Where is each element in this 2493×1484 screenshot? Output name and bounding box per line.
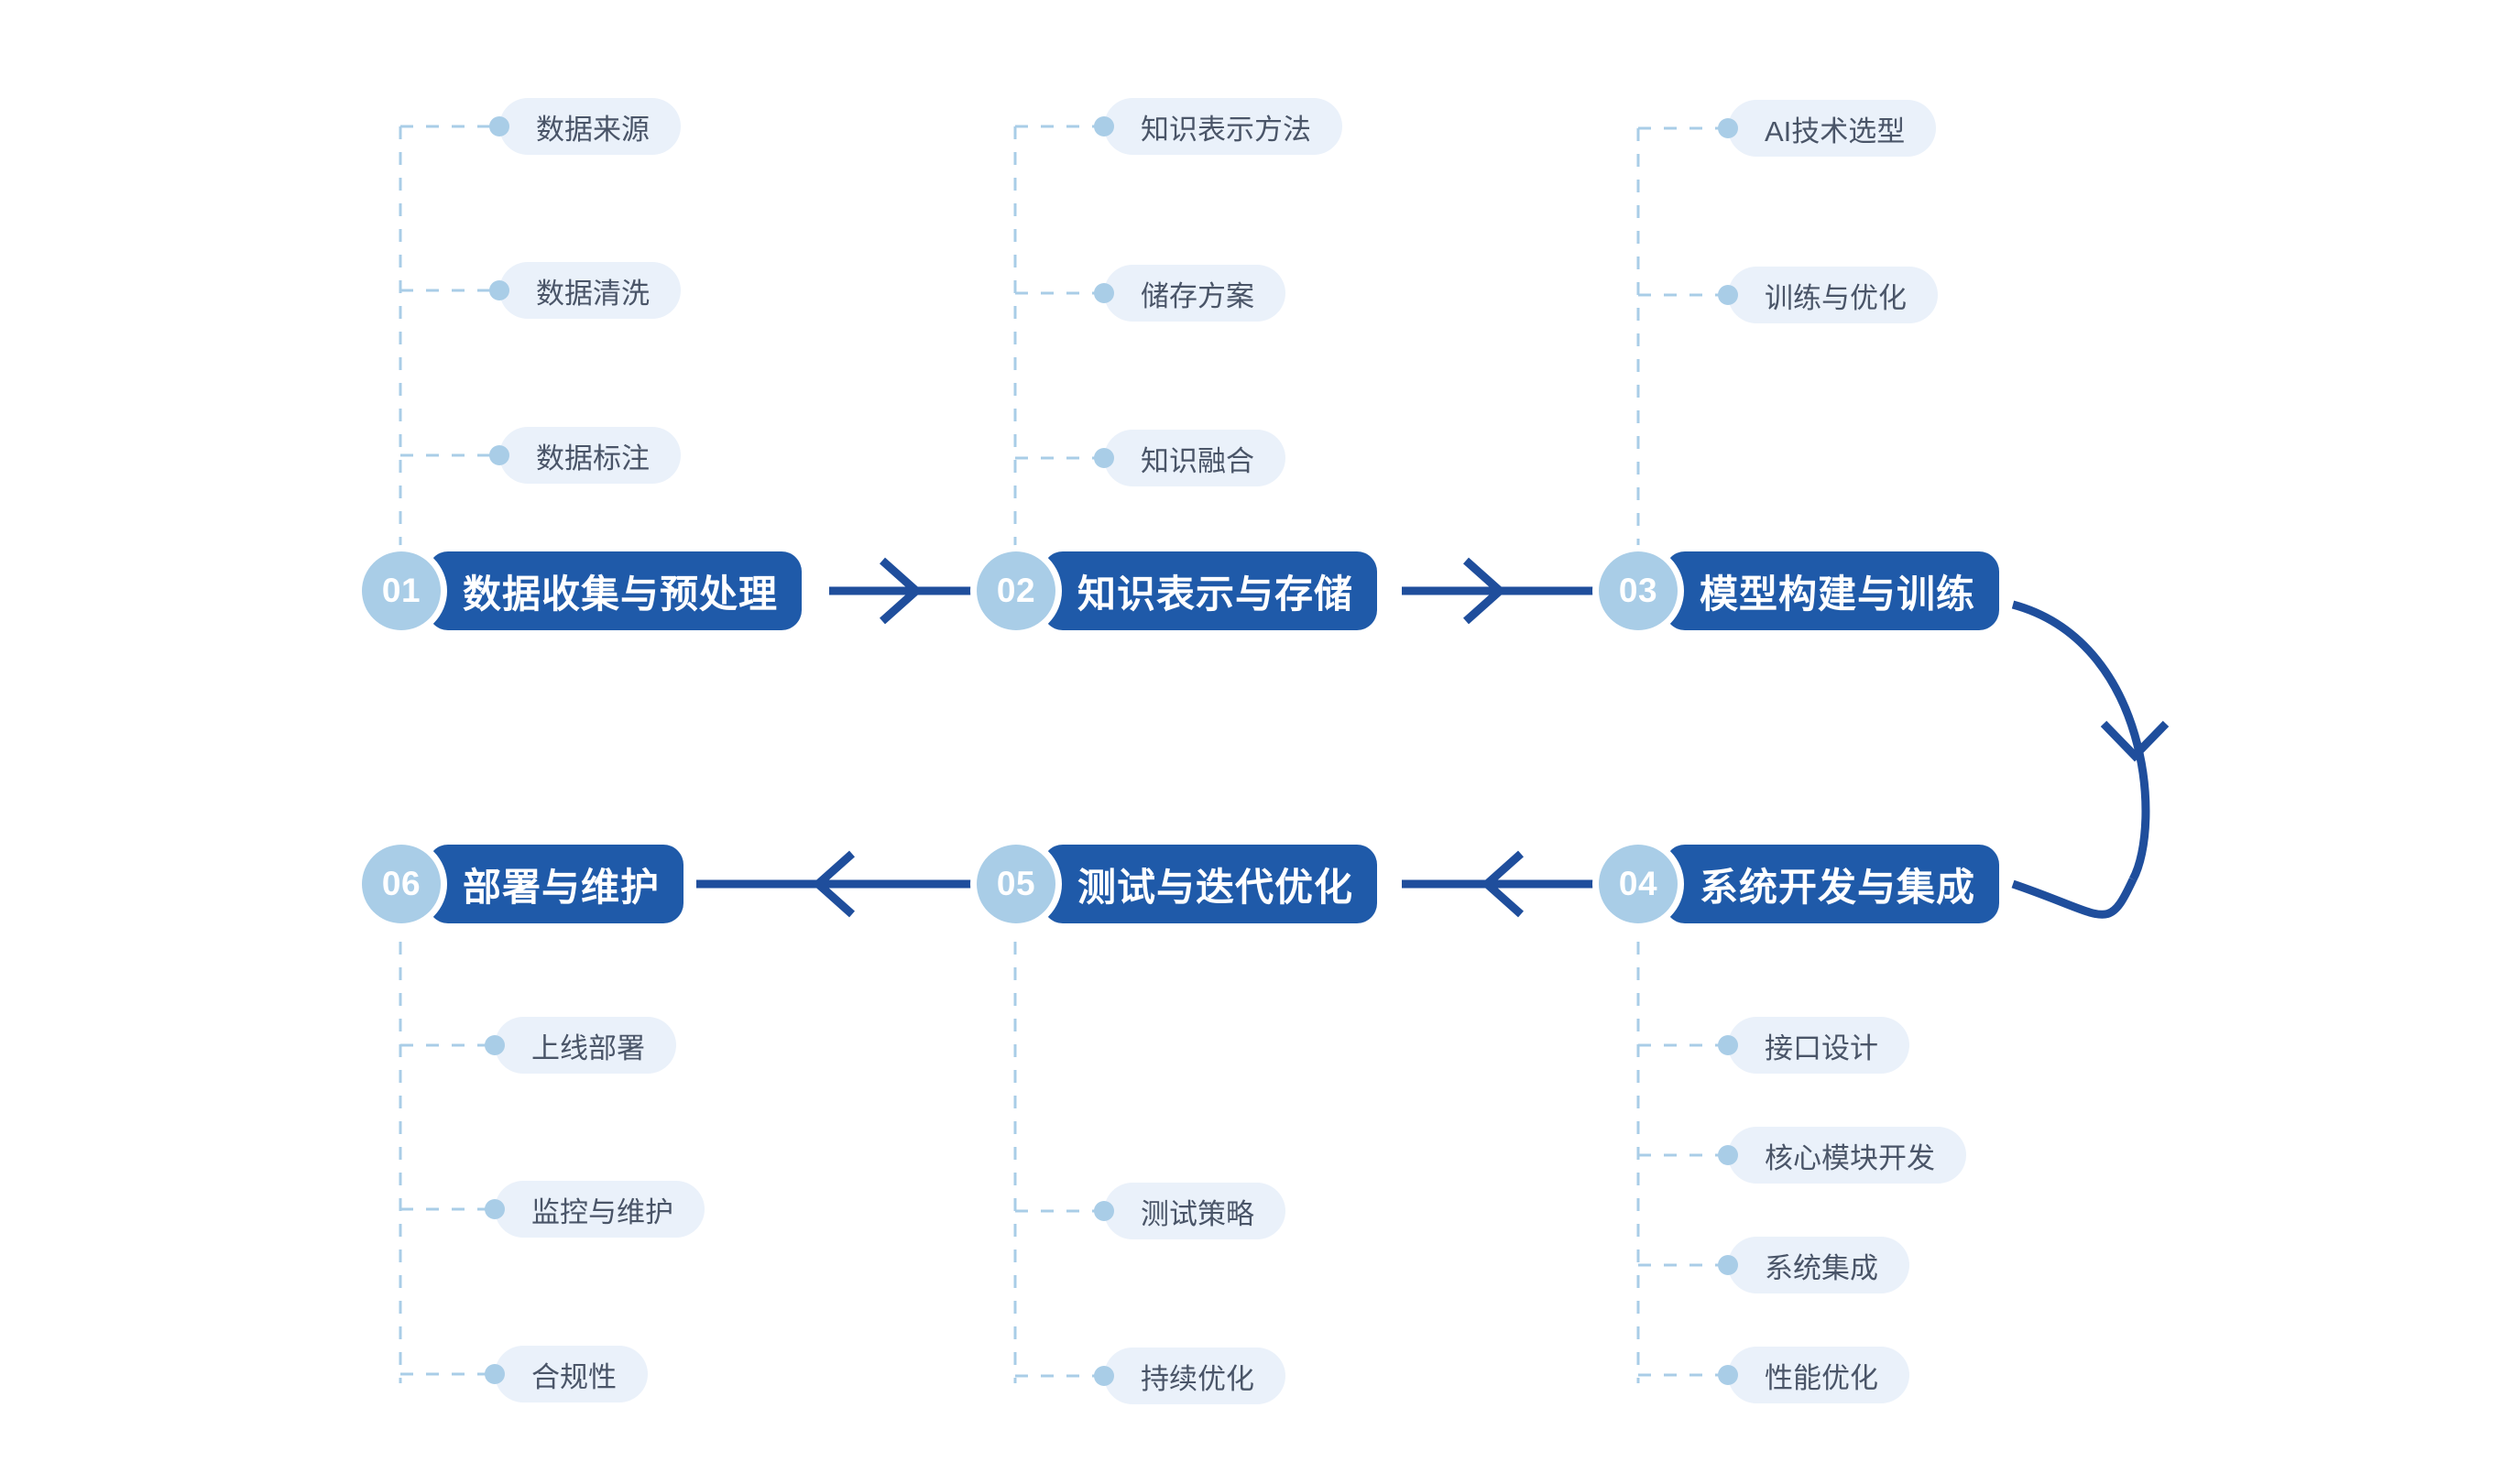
dashed-branches-stage-02 (1013, 125, 1104, 568)
sub-item[interactable]: 系统集成 (1718, 1237, 1909, 1293)
branch-dot-icon (485, 1364, 505, 1384)
sub-item-label: 测试策略 (1104, 1183, 1285, 1239)
sub-item[interactable]: 知识表示方法 (1094, 98, 1342, 155)
arrow-05-to-06 (696, 850, 985, 918)
sub-item-label: 数据来源 (499, 98, 681, 155)
sub-item-label: 核心模块开发 (1728, 1127, 1966, 1184)
branch-dot-icon (1718, 1035, 1738, 1055)
sub-item-label: 训练与优化 (1728, 267, 1938, 323)
sub-item-label: 数据标注 (499, 427, 681, 484)
branch-dot-icon (489, 116, 509, 136)
sub-item[interactable]: 上线部署 (485, 1017, 676, 1074)
branch-dot-icon (489, 445, 509, 465)
arrow-01-to-02 (829, 557, 985, 625)
branch-dot-icon (485, 1035, 505, 1055)
branch-dot-icon (1094, 283, 1114, 303)
sub-item[interactable]: 性能优化 (1718, 1347, 1909, 1403)
stage-label: 测试与迭代优化 (1043, 845, 1378, 923)
sub-item-label: 监控与维护 (495, 1181, 705, 1238)
branch-dot-icon (1094, 116, 1114, 136)
branch-dot-icon (1718, 1255, 1738, 1275)
stage-node-02[interactable]: 02 知识表示与存储 (977, 551, 1378, 630)
sub-item[interactable]: 数据来源 (489, 98, 681, 155)
sub-item-label: 合规性 (495, 1346, 648, 1402)
sub-item[interactable]: 合规性 (485, 1346, 648, 1402)
stage-label: 数据收集与预处理 (428, 551, 803, 630)
sub-item-label: 性能优化 (1728, 1347, 1909, 1403)
sub-item[interactable]: 知识融合 (1094, 430, 1285, 486)
stage-node-06[interactable]: 06 部署与维护 (362, 845, 684, 923)
sub-item-label: 储存方案 (1104, 265, 1285, 322)
sub-item-label: AI技术选型 (1728, 100, 1937, 157)
branch-dot-icon (1718, 118, 1738, 138)
sub-item[interactable]: 监控与维护 (485, 1181, 705, 1238)
sub-item-label: 接口设计 (1728, 1017, 1909, 1074)
sub-item[interactable]: 数据标注 (489, 427, 681, 484)
sub-item-label: 数据清洗 (499, 262, 681, 319)
sub-item[interactable]: 接口设计 (1718, 1017, 1909, 1074)
sub-item-label: 知识融合 (1104, 430, 1285, 486)
sub-item[interactable]: 持续优化 (1094, 1348, 1285, 1404)
stage-label: 部署与维护 (428, 845, 684, 923)
arrow-03-to-04-curved (2011, 600, 2170, 919)
sub-item-label: 系统集成 (1728, 1237, 1909, 1293)
stage-number-badge: 03 (1599, 551, 1678, 630)
sub-item-label: 上线部署 (495, 1017, 676, 1074)
stage-node-05[interactable]: 05 测试与迭代优化 (977, 845, 1378, 923)
branch-dot-icon (1718, 285, 1738, 305)
stage-number-badge: 01 (362, 551, 441, 630)
dashed-branches-stage-05 (1013, 916, 1104, 1383)
sub-item[interactable]: AI技术选型 (1718, 100, 1937, 157)
sub-item[interactable]: 储存方案 (1094, 265, 1285, 322)
arrow-02-to-03 (1402, 557, 1605, 625)
branch-dot-icon (485, 1199, 505, 1219)
stage-number-badge: 04 (1599, 845, 1678, 923)
branch-dot-icon (1094, 1201, 1114, 1221)
arrow-04-to-05 (1402, 850, 1605, 918)
dashed-branches-stage-06 (399, 916, 495, 1383)
sub-item[interactable]: 训练与优化 (1718, 267, 1938, 323)
stage-label: 系统开发与集成 (1665, 845, 2000, 923)
sub-item-label: 持续优化 (1104, 1348, 1285, 1404)
dashed-branches-stage-03 (1636, 126, 1728, 568)
sub-item[interactable]: 测试策略 (1094, 1183, 1285, 1239)
sub-item-label: 知识表示方法 (1104, 98, 1342, 155)
stage-label: 模型构建与训练 (1665, 551, 2000, 630)
stage-number-badge: 02 (977, 551, 1055, 630)
branch-dot-icon (1094, 448, 1114, 468)
stage-node-04[interactable]: 04 系统开发与集成 (1599, 845, 2000, 923)
stage-label: 知识表示与存储 (1043, 551, 1378, 630)
stage-number-badge: 06 (362, 845, 441, 923)
stage-node-01[interactable]: 01 数据收集与预处理 (362, 551, 803, 630)
stage-number-badge: 05 (977, 845, 1055, 923)
branch-dot-icon (1718, 1145, 1738, 1165)
sub-item[interactable]: 数据清洗 (489, 262, 681, 319)
dashed-branches-stage-04 (1636, 916, 1728, 1383)
branch-dot-icon (1718, 1365, 1738, 1385)
branch-dot-icon (489, 280, 509, 300)
dashed-branches-stage-01 (399, 125, 499, 568)
stage-node-03[interactable]: 03 模型构建与训练 (1599, 551, 2000, 630)
branch-dot-icon (1094, 1366, 1114, 1386)
sub-item[interactable]: 核心模块开发 (1718, 1127, 1966, 1184)
